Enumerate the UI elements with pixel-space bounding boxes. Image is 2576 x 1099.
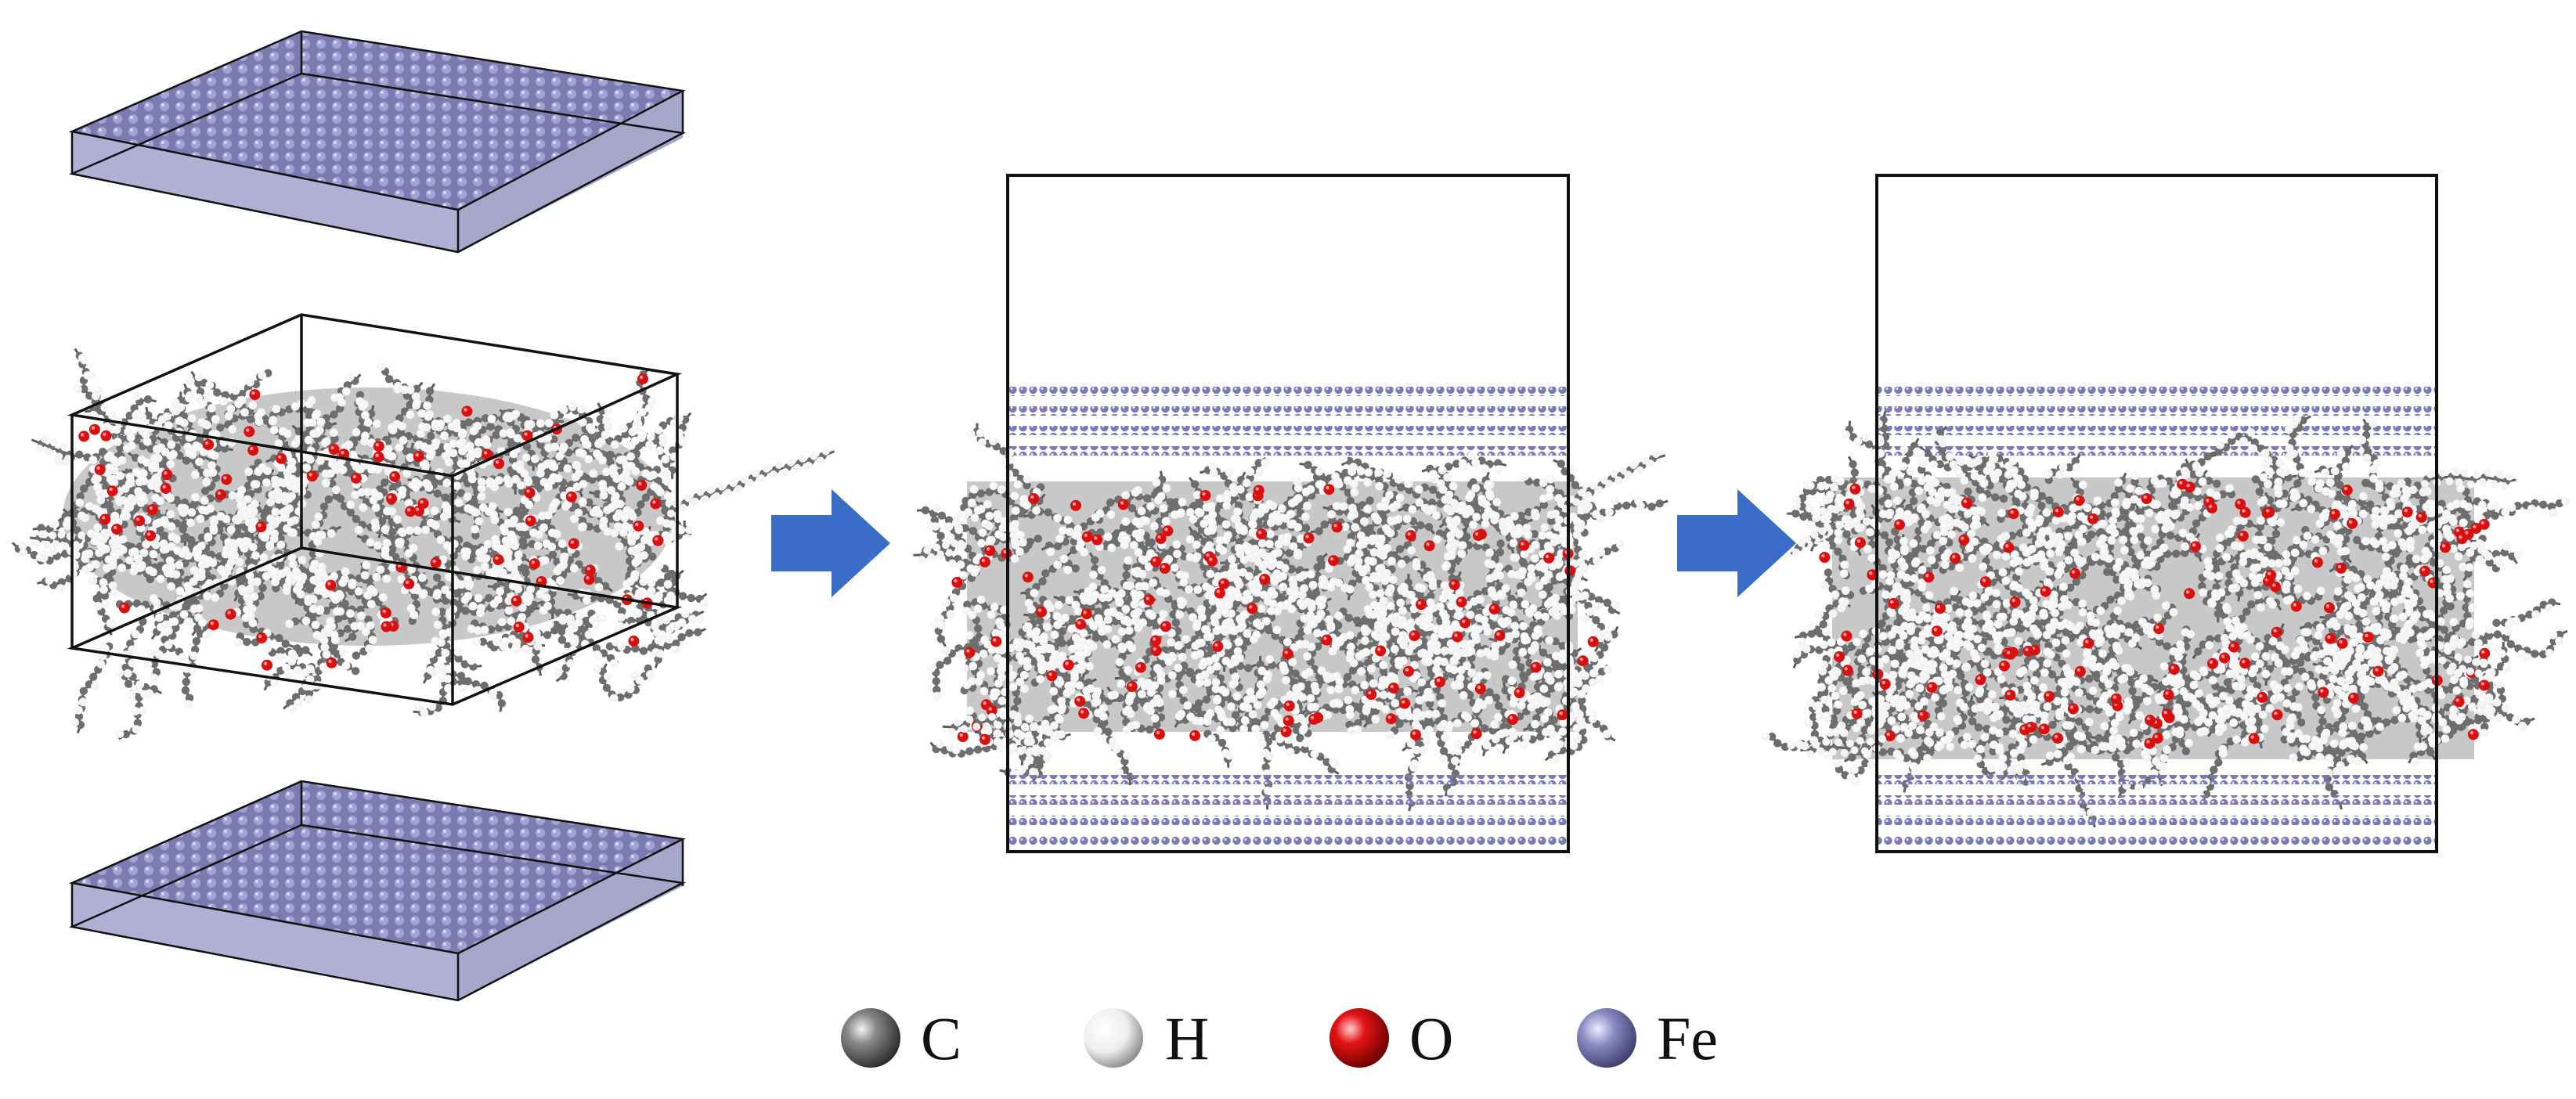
lubricant-molecule-box: [11, 313, 835, 740]
legend-label-fe: Fe: [1657, 1008, 1718, 1069]
legend-label-o: O: [1409, 1008, 1453, 1069]
atom-legend: [841, 1008, 1636, 1068]
legend-label-c: C: [921, 1008, 961, 1069]
iron-layers-top: [1008, 387, 1568, 456]
iron-layers-bottom: [1877, 775, 2437, 845]
legend-label-h: H: [1165, 1008, 1209, 1069]
iron-slab-top: [68, 30, 686, 254]
lubricant-film-compressed: [1761, 411, 2571, 828]
iron-slab-bottom: [68, 780, 687, 1002]
lubricant-molecules: [11, 348, 835, 740]
lubricant-film-initial: [913, 423, 1669, 812]
iron-layers-top: [1877, 387, 2437, 456]
iron-layers-bottom: [1008, 775, 1568, 845]
simulation-box-compressed: [1761, 174, 2571, 853]
right-arrow-icon: [771, 489, 890, 597]
oxygen-atom-icon: [1329, 1008, 1389, 1068]
hydrogen-atom-icon: [1084, 1008, 1143, 1068]
simulation-box-initial: [913, 174, 1669, 853]
iron-atom-icon: [1577, 1008, 1636, 1068]
carbon-atom-icon: [841, 1008, 900, 1068]
right-arrow-icon: [1677, 489, 1796, 597]
